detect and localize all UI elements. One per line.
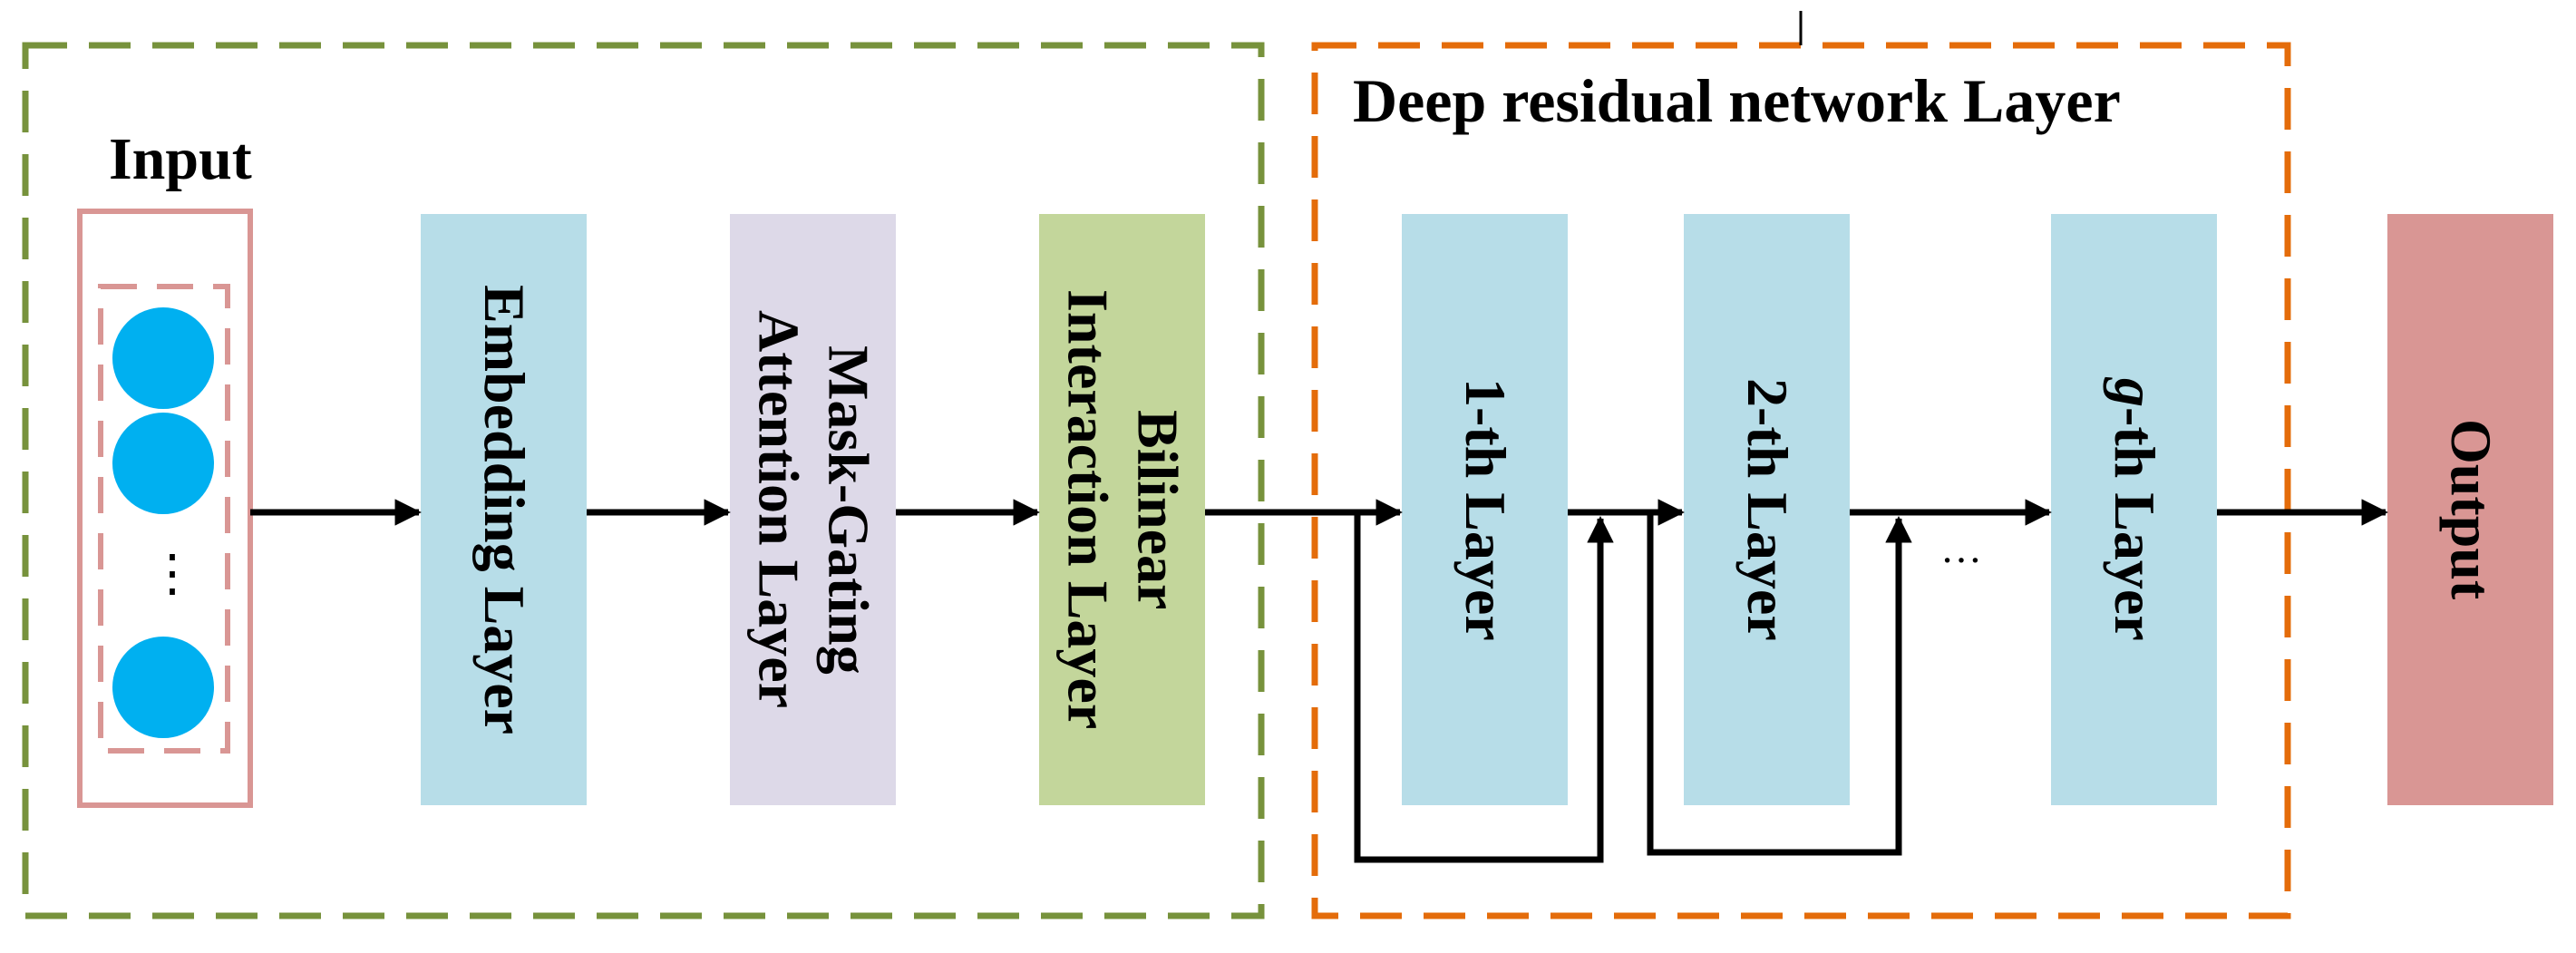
residual-ellipsis: …	[1940, 525, 1982, 571]
skip-connection-1	[1354, 512, 1614, 863]
input-node	[109, 304, 218, 413]
input-ellipsis: ⋮	[147, 546, 198, 602]
bilinear-layer-box	[1039, 214, 1205, 805]
embedding-layer-box	[421, 214, 587, 805]
residual-group-title: Deep residual network Layer	[1353, 66, 2121, 135]
input-frame	[77, 209, 253, 808]
residual-layer-2-box	[1684, 214, 1850, 805]
residual-layer-g-box	[2051, 214, 2217, 805]
residual-layer-g-label: g-th Layer	[2102, 378, 2167, 641]
input-node	[109, 633, 218, 742]
input-title: Input	[109, 126, 252, 192]
skip-connection-2	[1647, 512, 1912, 856]
residual-layer-1-box	[1402, 214, 1568, 805]
embedding-layer-label: Embedding Layer	[471, 284, 537, 735]
output-label: Output	[2438, 419, 2503, 600]
feature-group-frame	[22, 42, 1265, 919]
residual-layer-2-label: 2-th Layer	[1735, 378, 1800, 641]
input-inner-frame	[98, 284, 230, 754]
output-box	[2387, 214, 2553, 805]
residual-group-frame	[1311, 42, 2291, 919]
mask-gating-layer-label: Mask-Gating Attention Layer	[746, 310, 881, 709]
bilinear-layer-label: Bilinear Interaction Layer	[1055, 289, 1191, 730]
input-node	[109, 409, 218, 518]
residual-layer-1-label: 1-th Layer	[1453, 378, 1518, 641]
layer-index-variable: g	[2102, 378, 2167, 408]
mask-gating-layer-box	[730, 214, 896, 805]
